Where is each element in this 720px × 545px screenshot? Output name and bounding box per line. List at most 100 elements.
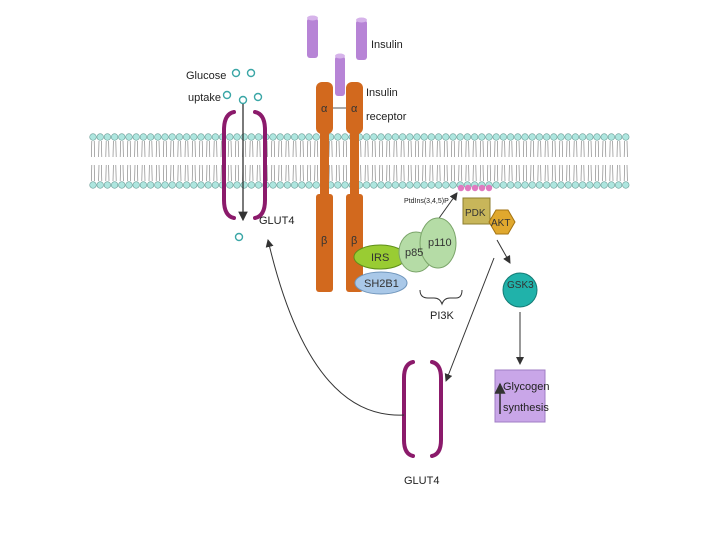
lipid-head xyxy=(175,181,183,189)
lipid-head xyxy=(600,133,608,141)
lipid-head xyxy=(125,181,133,189)
sh2b1-protein: SH2B1 xyxy=(354,271,408,295)
lipid-head xyxy=(183,181,191,189)
lipid-head xyxy=(586,181,594,189)
lipid-head xyxy=(427,133,436,141)
lipid-head xyxy=(269,181,277,189)
lipid-head xyxy=(247,181,255,189)
p85-label: p85 xyxy=(405,247,423,259)
lipid-head xyxy=(147,181,155,189)
lipid-head xyxy=(391,181,400,189)
lipid-head xyxy=(614,133,623,141)
insulin-molecule-icon xyxy=(356,17,367,60)
lipid-head xyxy=(334,133,342,141)
lipid-head xyxy=(542,133,551,141)
lipid-head xyxy=(161,133,169,141)
lipid-head xyxy=(197,181,205,189)
glycogen-label-line1: Glycogen xyxy=(503,381,549,393)
lipid-head xyxy=(492,181,500,189)
glucose-molecule-icon xyxy=(222,90,232,100)
glut4-membrane-label: GLUT4 xyxy=(259,215,294,227)
insulin-label: Insulin xyxy=(371,39,403,51)
lipid-head xyxy=(211,133,219,141)
alpha-label-right: α xyxy=(351,103,358,115)
glucose-molecule-icon xyxy=(234,232,244,242)
lipid-head xyxy=(413,181,421,189)
lipid-head xyxy=(226,181,234,189)
lipid-head xyxy=(442,181,450,189)
lipid-head xyxy=(139,181,147,189)
lipid-head xyxy=(283,133,292,141)
insulin-receptor: α α β β xyxy=(316,53,363,292)
pip3-lipids xyxy=(457,184,493,192)
lipid-head xyxy=(147,133,155,141)
lipid-head xyxy=(607,181,616,189)
glut4-vesicle-label: GLUT4 xyxy=(404,475,439,487)
pi3k-label: PI3K xyxy=(430,310,455,322)
lipid-head xyxy=(463,133,472,141)
lipid-head xyxy=(125,133,133,141)
lipid-head xyxy=(204,181,212,189)
glucose-molecule-icon xyxy=(246,68,256,78)
lipid-head xyxy=(564,181,572,189)
lipid-head xyxy=(204,133,212,141)
lipid-head xyxy=(377,133,385,141)
lipid-head xyxy=(291,181,299,189)
pdk-protein: PDK xyxy=(462,197,491,225)
lipid-head xyxy=(118,133,126,141)
lipid-head xyxy=(154,181,162,189)
pdk-label: PDK xyxy=(465,208,486,219)
lipid-head xyxy=(154,133,162,141)
lipid-head xyxy=(118,181,126,189)
beta-label-left: β xyxy=(321,235,327,247)
receptor-alpha-right xyxy=(346,82,363,134)
lipid-head xyxy=(103,181,111,189)
lipid-head xyxy=(449,133,457,141)
akt-protein: AKT xyxy=(488,209,516,235)
glucose-uptake-label-line1: Glucose xyxy=(186,70,226,82)
gsk3-label: GSK3 xyxy=(507,280,534,291)
lipid-head xyxy=(578,133,587,141)
lipid-head xyxy=(449,181,457,189)
lipid-head xyxy=(384,133,392,141)
lipid-head xyxy=(197,133,205,141)
lipid-head xyxy=(341,133,349,141)
glycogen-label-line2: synthesis xyxy=(503,402,549,414)
lipid-head xyxy=(183,133,191,141)
lipid-head xyxy=(283,181,292,189)
lipid-head xyxy=(557,181,565,189)
lipid-head xyxy=(110,181,119,189)
receptor-beta-left xyxy=(316,194,333,292)
lipid-head xyxy=(132,133,140,141)
pip3-label: PtdIns(3,4,5)P xyxy=(404,198,449,205)
lipid-head xyxy=(276,181,284,189)
lipid-head xyxy=(341,181,349,189)
lipid-head xyxy=(550,181,558,189)
lipid-head xyxy=(435,181,443,189)
lipid-head xyxy=(298,181,306,189)
lipid-head xyxy=(521,181,529,189)
lipid-head xyxy=(607,133,616,141)
p110-label: p110 xyxy=(428,237,452,249)
lipid-head xyxy=(542,181,551,189)
lipid-head xyxy=(391,133,400,141)
cell-membrane xyxy=(89,133,630,189)
lipid-head xyxy=(161,181,169,189)
lipid-head xyxy=(291,133,299,141)
alpha-label-left: α xyxy=(321,103,328,115)
lipid-head xyxy=(614,181,623,189)
lipid-head xyxy=(406,181,414,189)
pi3k-complex: p85 p110 PI3K xyxy=(398,217,463,322)
lipid-head xyxy=(276,133,284,141)
lipid-head xyxy=(442,133,450,141)
lipid-head xyxy=(399,133,407,141)
lipid-head xyxy=(406,133,414,141)
insulin-molecule-icon xyxy=(307,15,318,58)
lipid-head xyxy=(478,133,486,141)
lipid-head xyxy=(370,181,378,189)
lipid-head xyxy=(363,181,371,189)
lipid-head xyxy=(255,181,263,189)
lipid-head xyxy=(499,181,508,189)
lipid-head xyxy=(622,181,630,189)
